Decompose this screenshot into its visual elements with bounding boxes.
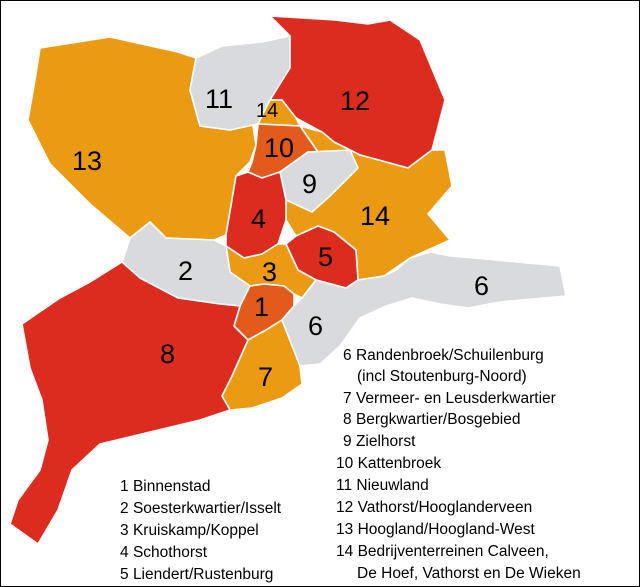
district-label-4: 4	[251, 204, 266, 234]
district-label-2: 2	[178, 256, 193, 286]
district-label-9: 9	[302, 169, 317, 199]
legend-item-3: 3 Kruiskamp/Koppel	[120, 522, 259, 539]
district-label-5: 5	[318, 242, 333, 272]
district-labels: 11 14 12 13 10 9 14 4 5 2 3 6 1 6 8 7	[72, 84, 489, 392]
district-label-8: 8	[160, 339, 175, 369]
district-area-4[interactable]	[225, 171, 287, 259]
legend-item-1: 1 Binnenstad	[120, 478, 211, 495]
district-area-6[interactable]	[281, 251, 567, 367]
district-area-14-north[interactable]	[257, 99, 301, 127]
district-label-7: 7	[258, 362, 273, 392]
district-label-1: 1	[254, 292, 269, 322]
district-label-6-east: 6	[474, 271, 489, 301]
legend-item-2: 2 Soesterkwartier/Isselt	[120, 500, 282, 517]
district-label-14-main: 14	[360, 201, 390, 231]
legend-item-6-line2: (incl Stoutenburg-Noord)	[357, 368, 527, 385]
legend-item-11: 11 Nieuwland	[336, 477, 429, 494]
district-label-11: 11	[205, 84, 233, 114]
legend-item-8: 8 Bergkwartier/Bosgebied	[343, 411, 521, 428]
district-label-6-west: 6	[308, 311, 323, 341]
districts-layer	[9, 15, 567, 545]
legend-item-10: 10 Kattenbroek	[336, 455, 441, 472]
legend-item-4: 4 Schothorst	[120, 544, 208, 561]
district-area-8[interactable]	[9, 261, 249, 545]
district-area-9[interactable]	[279, 149, 359, 213]
district-label-10: 10	[264, 133, 294, 163]
district-label-13: 13	[72, 146, 102, 176]
legend-item-7: 7 Vermeer- en Leusderkwartier	[343, 390, 556, 407]
legend-item-13: 13 Hoogland/Hoogland-West	[336, 521, 535, 538]
legend-item-12: 12 Vathorst/Hooglanderveen	[336, 499, 532, 516]
district-label-14-north: 14	[256, 100, 278, 122]
legend-item-5: 5 Liendert/Rustenburg	[120, 566, 273, 583]
legend-item-14-line2: De Hoef, Vathorst en De Wieken	[357, 565, 581, 582]
district-label-3: 3	[262, 257, 277, 287]
map-legend: 1 Binnenstad 2 Soesterkwartier/Isselt 3 …	[120, 347, 581, 583]
legend-item-6: 6 Randenbroek/Schuilenburg	[343, 347, 544, 364]
legend-item-14: 14 Bedrijventerreinen Calveen,	[336, 543, 549, 560]
district-label-12: 12	[340, 86, 370, 116]
legend-item-9: 9 Zielhorst	[343, 433, 416, 450]
